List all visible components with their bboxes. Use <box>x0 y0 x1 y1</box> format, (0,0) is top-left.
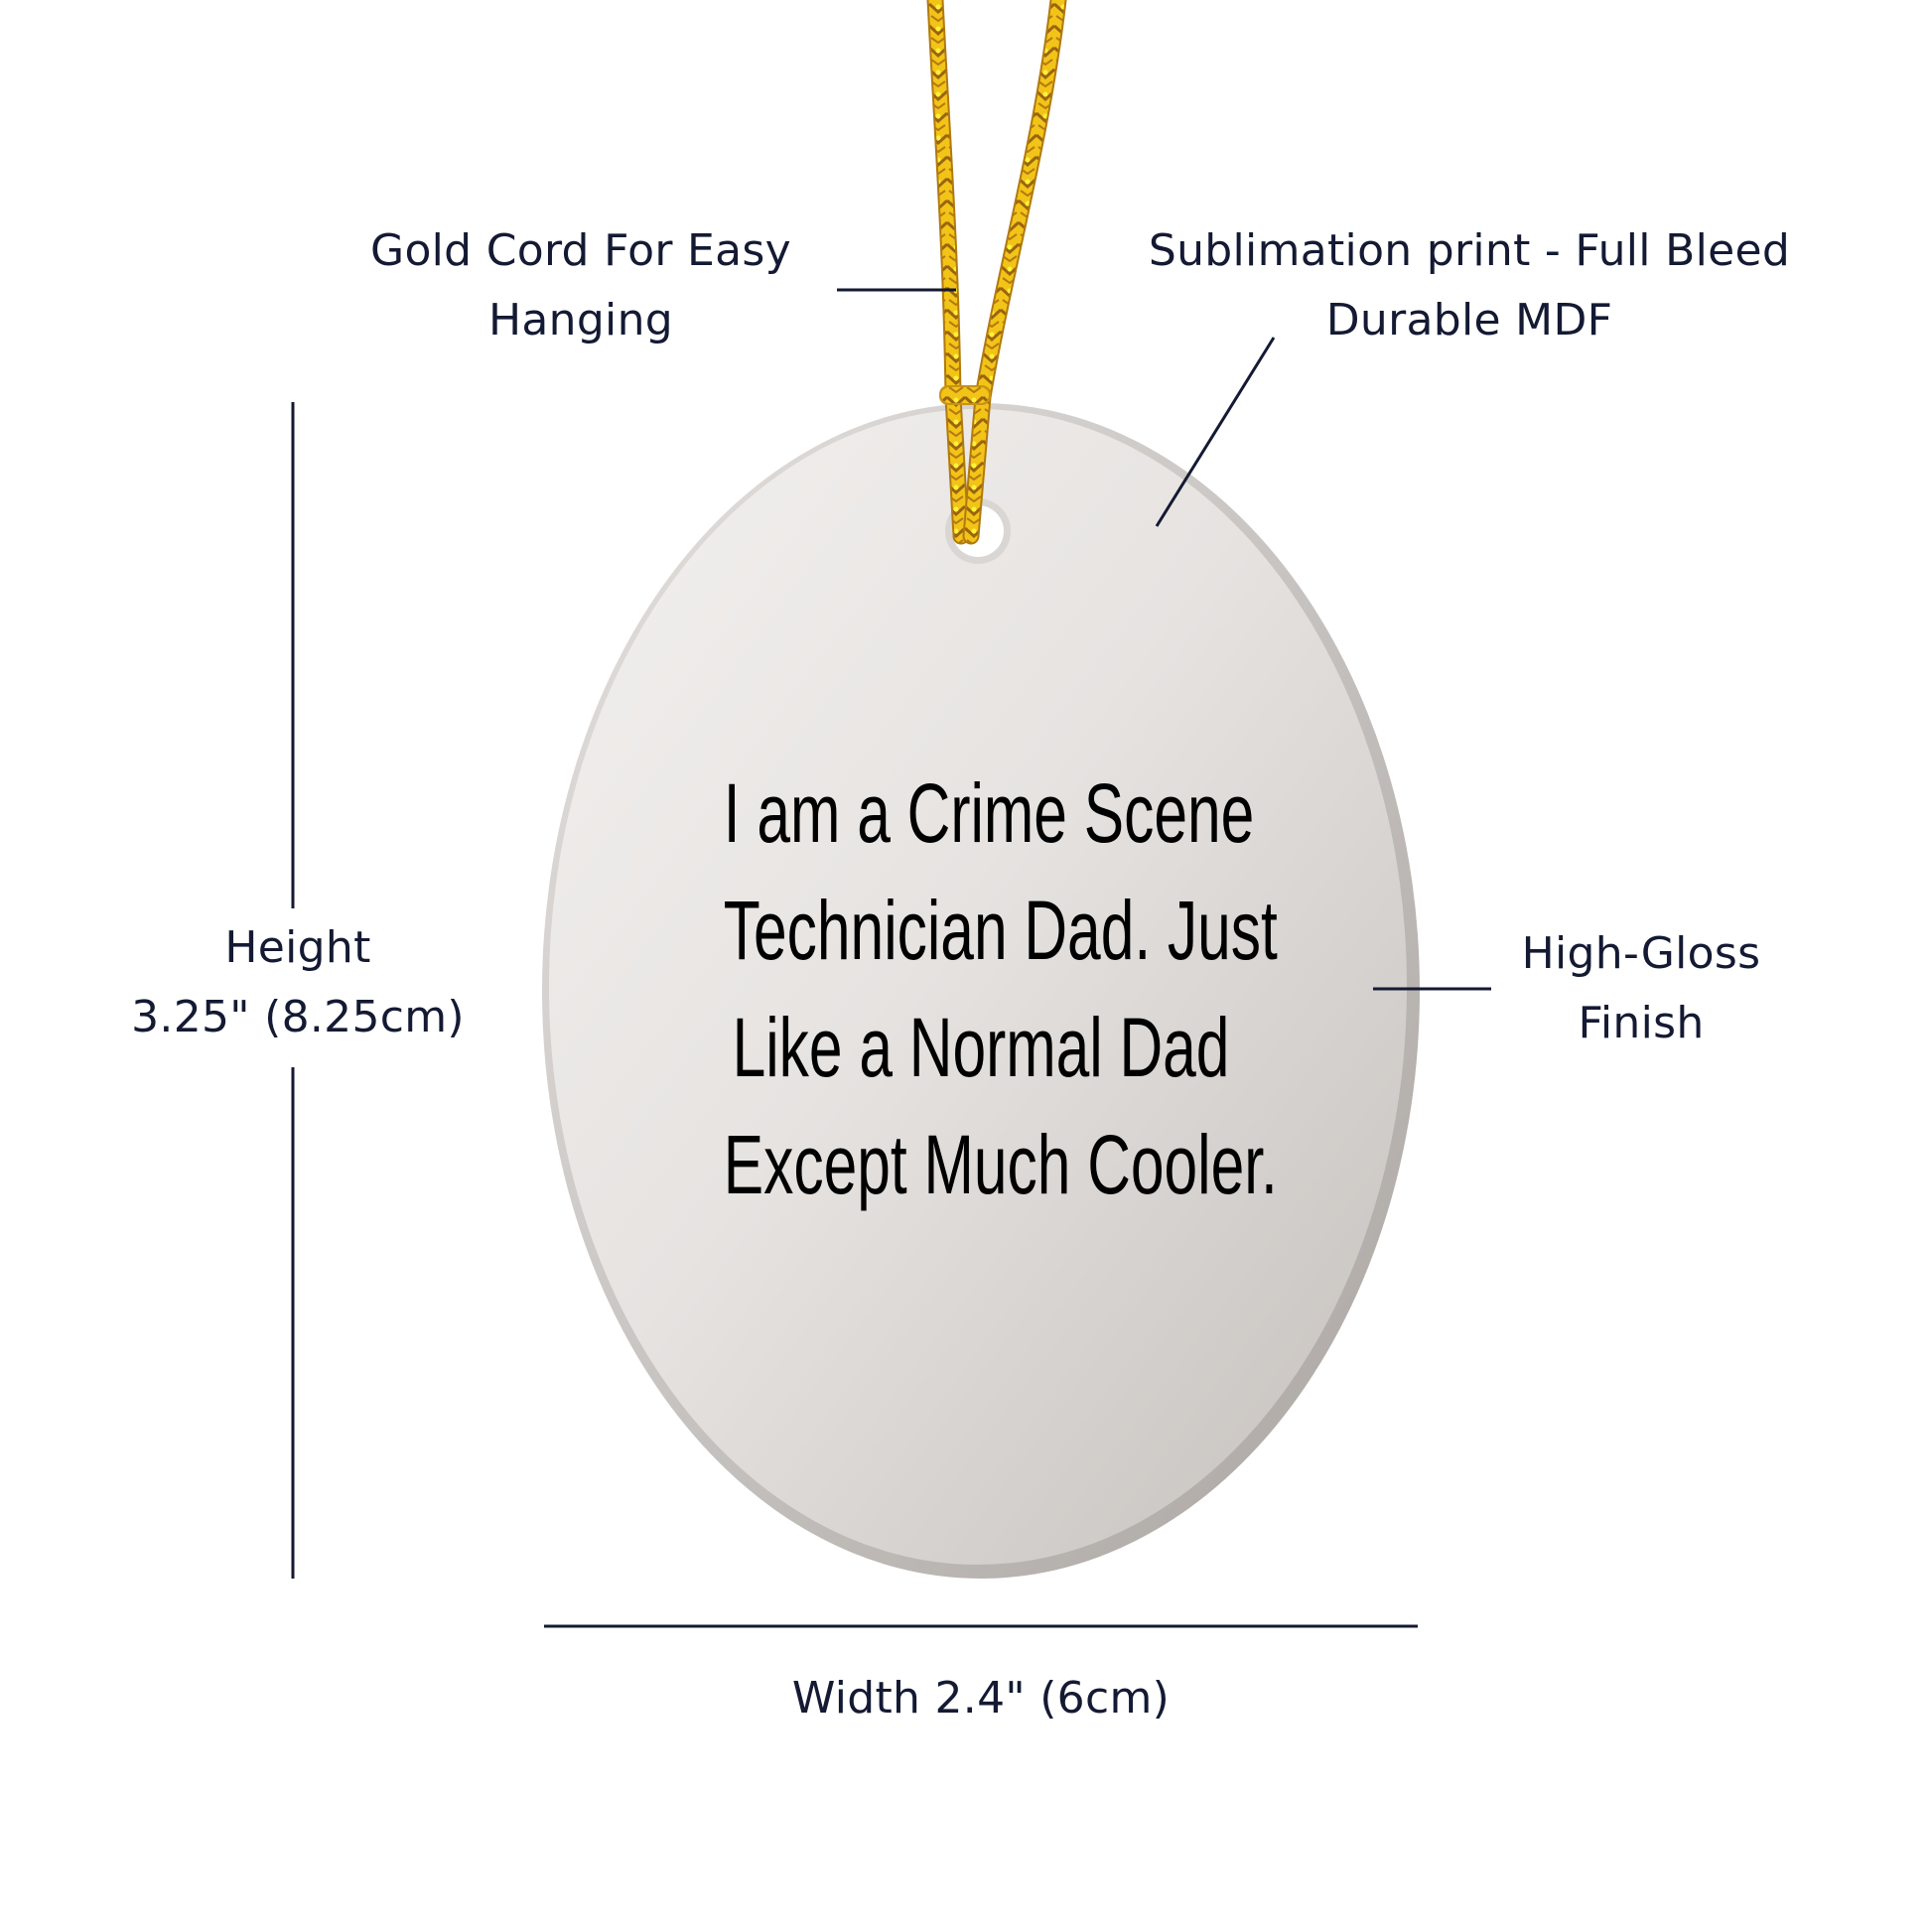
cord-annotation: Gold Cord For Easy Hanging <box>370 225 791 345</box>
height-annotation: Height 3.25" (8.25cm) <box>131 922 465 1042</box>
quote-line: Like a Normal Dad <box>732 1001 1230 1094</box>
width-annotation: Width 2.4" (6cm) <box>791 1673 1171 1724</box>
quote-line: I am a Crime Scene <box>723 766 1255 860</box>
ornament-quote: I am a Crime Scene Technician Dad. Just … <box>723 755 1278 1223</box>
ornament-body <box>542 403 1420 1579</box>
finish-annotation: High-Gloss Finish <box>1521 928 1761 1048</box>
print-annotation: Sublimation print - Full Bleed Durable M… <box>1148 225 1791 345</box>
print-leader-line <box>1155 337 1276 527</box>
quote-line: Technician Dad. Just <box>723 884 1278 977</box>
gold-cord-icon <box>926 0 1067 545</box>
quote-line: Except Much Cooler. <box>723 1118 1278 1211</box>
